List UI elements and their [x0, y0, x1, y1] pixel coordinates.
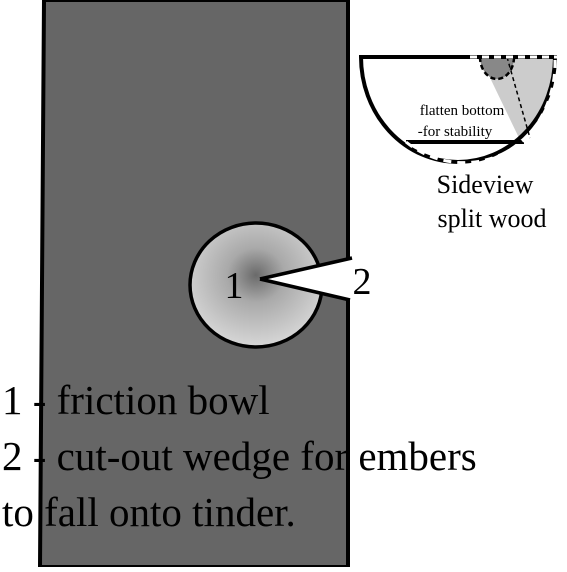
sideview-caption-line1: Sideview [437, 170, 534, 199]
ember-wedge-opening [260, 258, 352, 300]
sideview-bottom-dashes [405, 138, 525, 165]
sideview-right-dashes [522, 59, 557, 142]
sideview-note-line2: -for stability [418, 124, 493, 140]
sideview-caption-line2: split wood [437, 204, 546, 233]
wedge-edge-lower [259, 277, 351, 302]
sideview-dark-bowl-outline [478, 56, 516, 81]
sideview-note-line1: flatten bottom [420, 103, 505, 119]
legend-line1: 1 - friction bowl [2, 377, 270, 423]
legend-line3: to fall onto tinder. [2, 489, 296, 535]
bowl-marker: 1 [225, 265, 244, 307]
legend-line2: 2 - cut-out wedge for embers [2, 433, 477, 479]
wedge-marker: 2 [353, 261, 372, 303]
sideview-dark-bowl [480, 57, 514, 79]
sideview-illustration [358, 55, 558, 165]
wedge-edge-upper [259, 256, 353, 281]
sideview-wedge-cut-line [506, 56, 531, 139]
